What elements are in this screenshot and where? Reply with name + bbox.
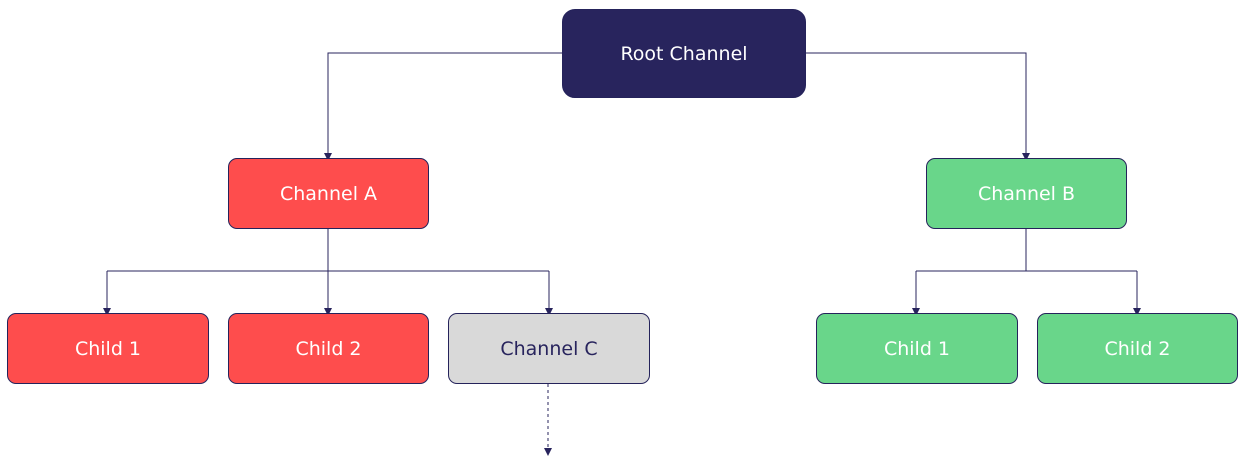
channel-b-label: Channel B (977, 182, 1076, 205)
channel-c-label: Channel C (500, 337, 598, 360)
channel-a-child-1-node: Child 1 (7, 313, 209, 384)
channel-a-node: Channel A (228, 158, 429, 229)
edge-root-to-channel-a (324, 52, 562, 161)
channel-c-node: Channel C (448, 313, 650, 384)
channel-a-label: Channel A (279, 182, 378, 205)
root-channel-node: Root Channel (562, 9, 806, 98)
root-channel-label: Root Channel (620, 42, 748, 65)
edge-root-to-channel-b (806, 52, 1030, 161)
channel-b-child-1-label: Child 1 (883, 337, 951, 360)
channel-a-child-1-label: Child 1 (74, 337, 142, 360)
channel-a-child-2-label: Child 2 (295, 337, 362, 360)
channel-b-child-2-node: Child 2 (1037, 313, 1238, 384)
channel-b-child-2-label: Child 2 (1104, 337, 1171, 360)
channel-b-child-1-node: Child 1 (816, 313, 1018, 384)
channel-a-child-2-node: Child 2 (228, 313, 429, 384)
channel-b-node: Channel B (926, 158, 1127, 229)
